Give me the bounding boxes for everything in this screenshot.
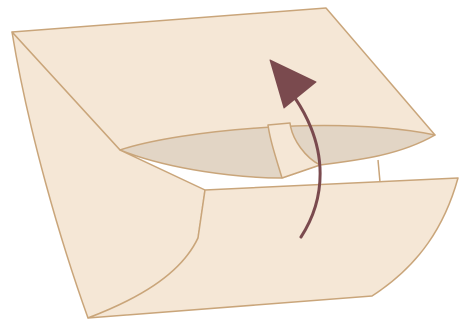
- pocket-inner-edge: [378, 160, 380, 182]
